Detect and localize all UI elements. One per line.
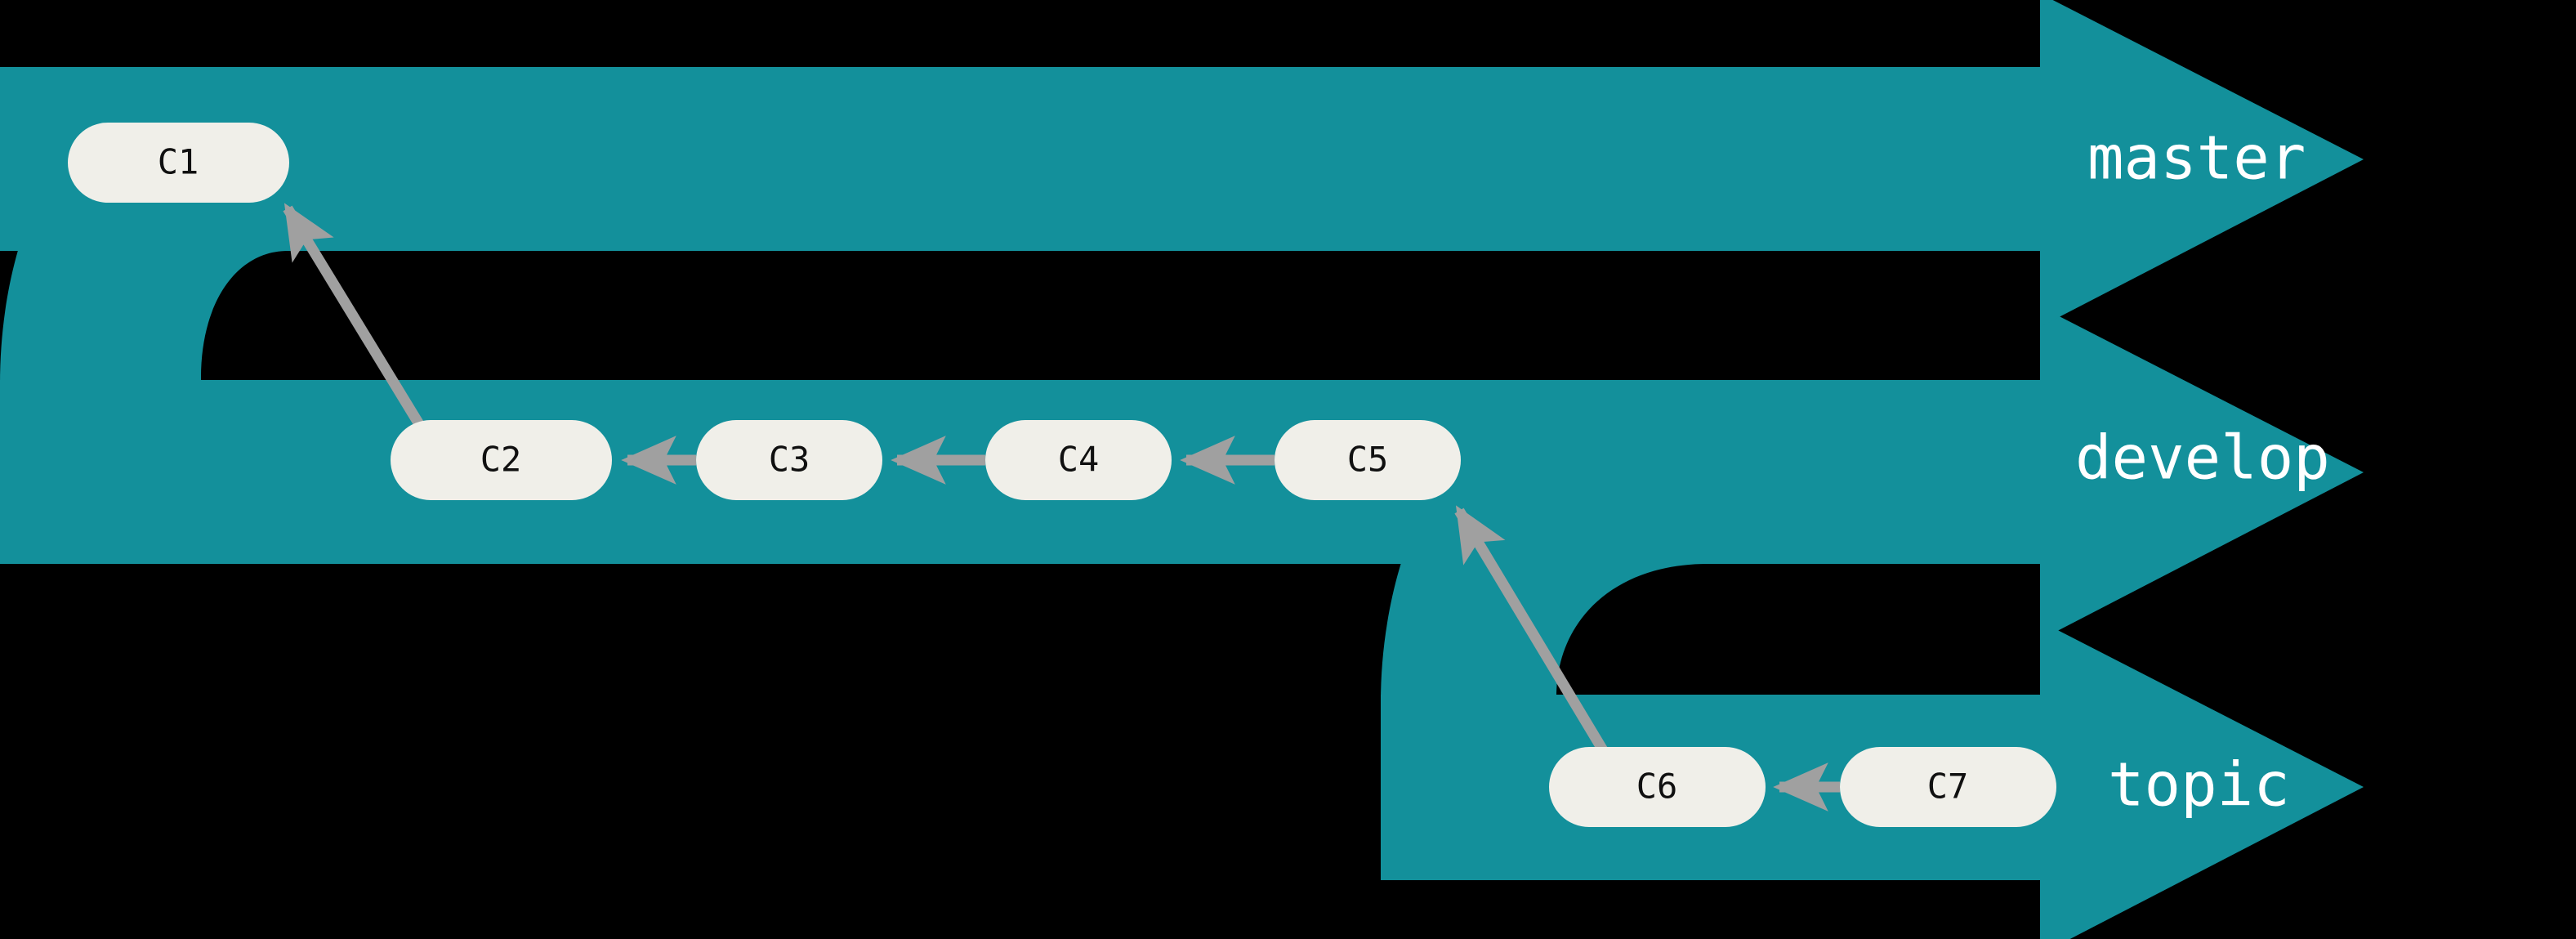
arrow-c6-to-c5 <box>1454 505 1608 753</box>
commit-node-c3-shape <box>696 420 882 500</box>
commit-node-c5-shape <box>1275 420 1461 500</box>
branch-band-master-shape <box>0 0 2364 327</box>
branch-label-master[interactable]: master <box>2087 123 2306 194</box>
commit-node-c7[interactable]: C7 <box>1840 747 2056 827</box>
commit-node-c3[interactable]: C3 <box>696 420 882 500</box>
commit-node-c5-label: C5 <box>1347 440 1389 480</box>
commit-node-c4-label: C4 <box>1058 440 1100 480</box>
commit-node-c6[interactable]: C6 <box>1549 747 1766 827</box>
commit-node-c2-shape <box>391 420 612 500</box>
commit-node-c4-shape <box>985 420 1172 500</box>
commit-node-c5[interactable]: C5 <box>1275 420 1461 500</box>
commit-node-c1-shape <box>68 123 289 203</box>
branch-labels: master develop topic <box>2075 123 2330 821</box>
branch-label-develop[interactable]: develop <box>2075 423 2330 494</box>
commit-node-c4[interactable]: C4 <box>985 420 1172 500</box>
branch-band-master <box>0 0 2364 327</box>
commit-node-c2[interactable]: C2 <box>391 420 612 500</box>
commit-parent-arrows <box>283 203 1840 812</box>
commit-node-c7-label: C7 <box>1927 767 1969 807</box>
commit-node-c1[interactable]: C1 <box>68 123 289 203</box>
branch-label-topic[interactable]: topic <box>2108 750 2290 821</box>
commit-node-c2-label: C2 <box>480 440 522 480</box>
commit-node-c1-label: C1 <box>158 142 199 182</box>
branch-band-develop-shape <box>0 306 2364 640</box>
commit-node-c7-shape <box>1840 747 2056 827</box>
commit-nodes: C1 C2 C3 C4 C5 C6 <box>68 123 2056 827</box>
commit-node-c3-label: C3 <box>769 440 810 480</box>
arrow-c2-to-c1 <box>283 203 424 427</box>
commit-node-c6-shape <box>1549 747 1766 827</box>
commit-node-c6-label: C6 <box>1636 767 1678 807</box>
